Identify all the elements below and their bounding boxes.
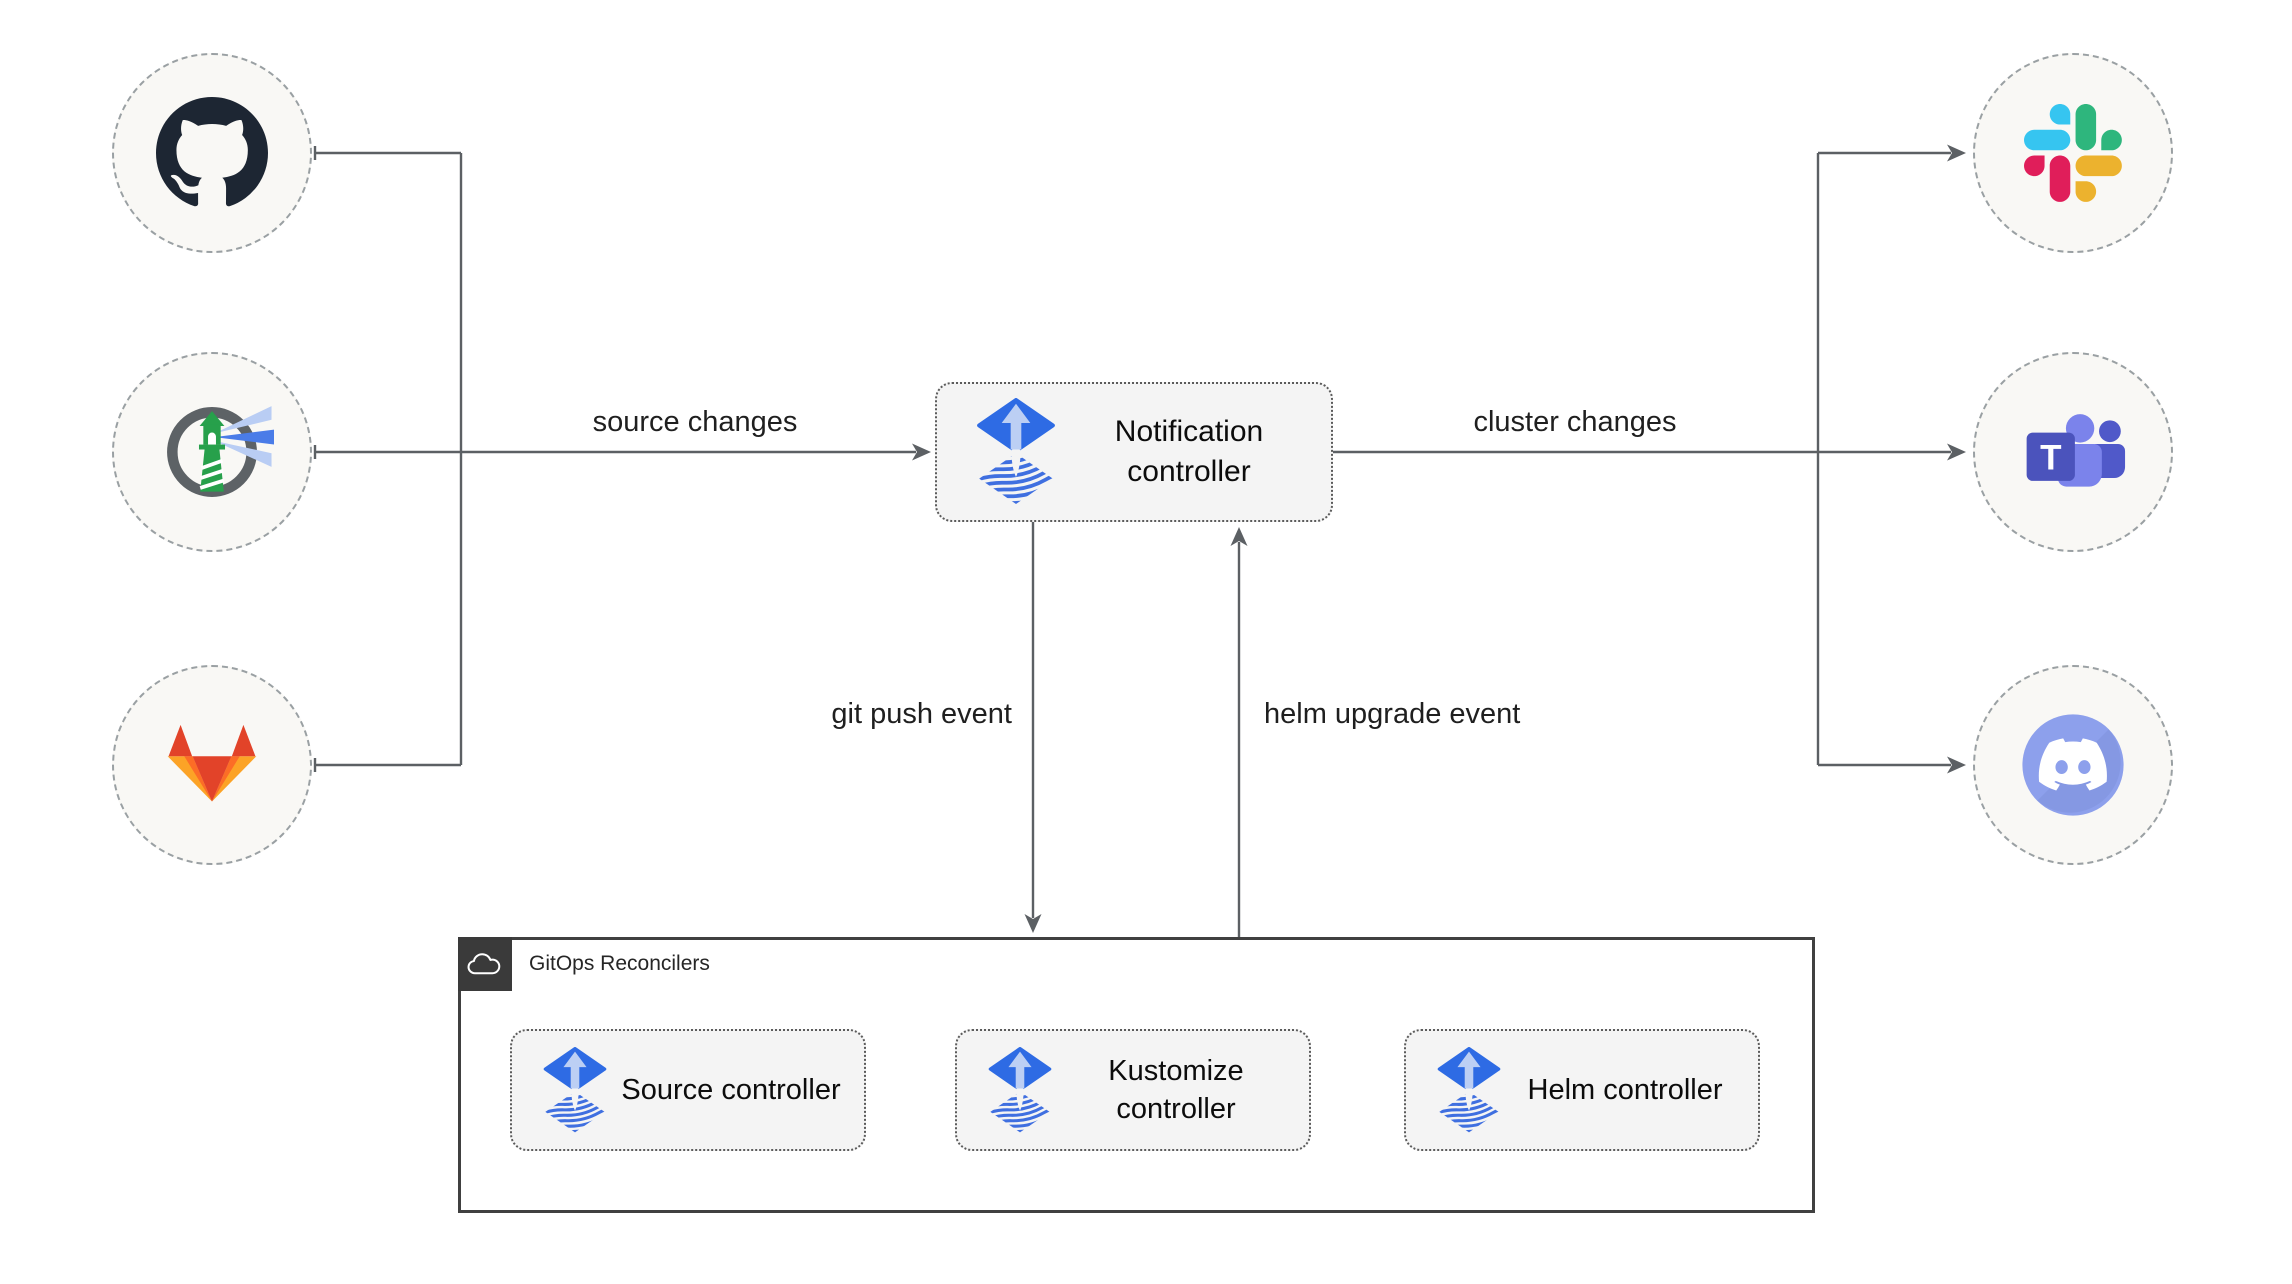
github-icon: [156, 97, 268, 209]
slack-icon: [2024, 104, 2122, 202]
flux-icon: [1436, 1047, 1502, 1134]
cloud-icon: [463, 948, 507, 980]
kustomize-controller-node: Kustomize controller: [955, 1029, 1311, 1151]
harbor-icon: [150, 390, 274, 514]
edge-source-changes: [461, 443, 931, 461]
edge-label-source-changes: source changes: [593, 406, 798, 438]
teams-node: T: [1973, 352, 2173, 552]
harbor-node: [112, 352, 312, 552]
gitlab-icon: [161, 723, 263, 808]
discord-icon: [2020, 712, 2126, 818]
teams-logo-letter: T: [2040, 438, 2061, 477]
flux-icon: [987, 1047, 1053, 1134]
edge-sources-bus: [313, 146, 463, 772]
microsoft-teams-icon: T: [2026, 413, 2126, 487]
edge-git-push-event: [1024, 522, 1042, 933]
edge-label-cluster-changes: cluster changes: [1473, 406, 1676, 438]
flux-icon: [542, 1047, 608, 1134]
helm-controller-label: Helm controller: [1527, 1074, 1723, 1106]
edge-label-git-push-event: git push event: [831, 698, 1012, 730]
source-controller-node: Source controller: [510, 1029, 866, 1151]
kustomize-controller-label: Kustomize controller: [1108, 1055, 1244, 1125]
notification-controller-label: Notification controller: [1114, 415, 1264, 488]
helm-controller-node: Helm controller: [1404, 1029, 1760, 1151]
source-controller-label: Source controller: [621, 1074, 841, 1106]
edge-helm-upgrade-event: [1230, 527, 1248, 937]
github-node: [112, 53, 312, 253]
gitops-reconcilers-label: GitOps Reconcilers: [529, 952, 710, 975]
flux-icon: [975, 398, 1057, 506]
gitlab-node: [112, 665, 312, 865]
discord-node: [1973, 665, 2173, 865]
edge-label-helm-upgrade-event: helm upgrade event: [1264, 698, 1520, 730]
slack-node: [1973, 53, 2173, 253]
edge-cluster-changes-bus: [1333, 144, 1966, 774]
notification-controller-node: Notification controller: [935, 382, 1333, 522]
group-corner-badge: [458, 937, 512, 991]
